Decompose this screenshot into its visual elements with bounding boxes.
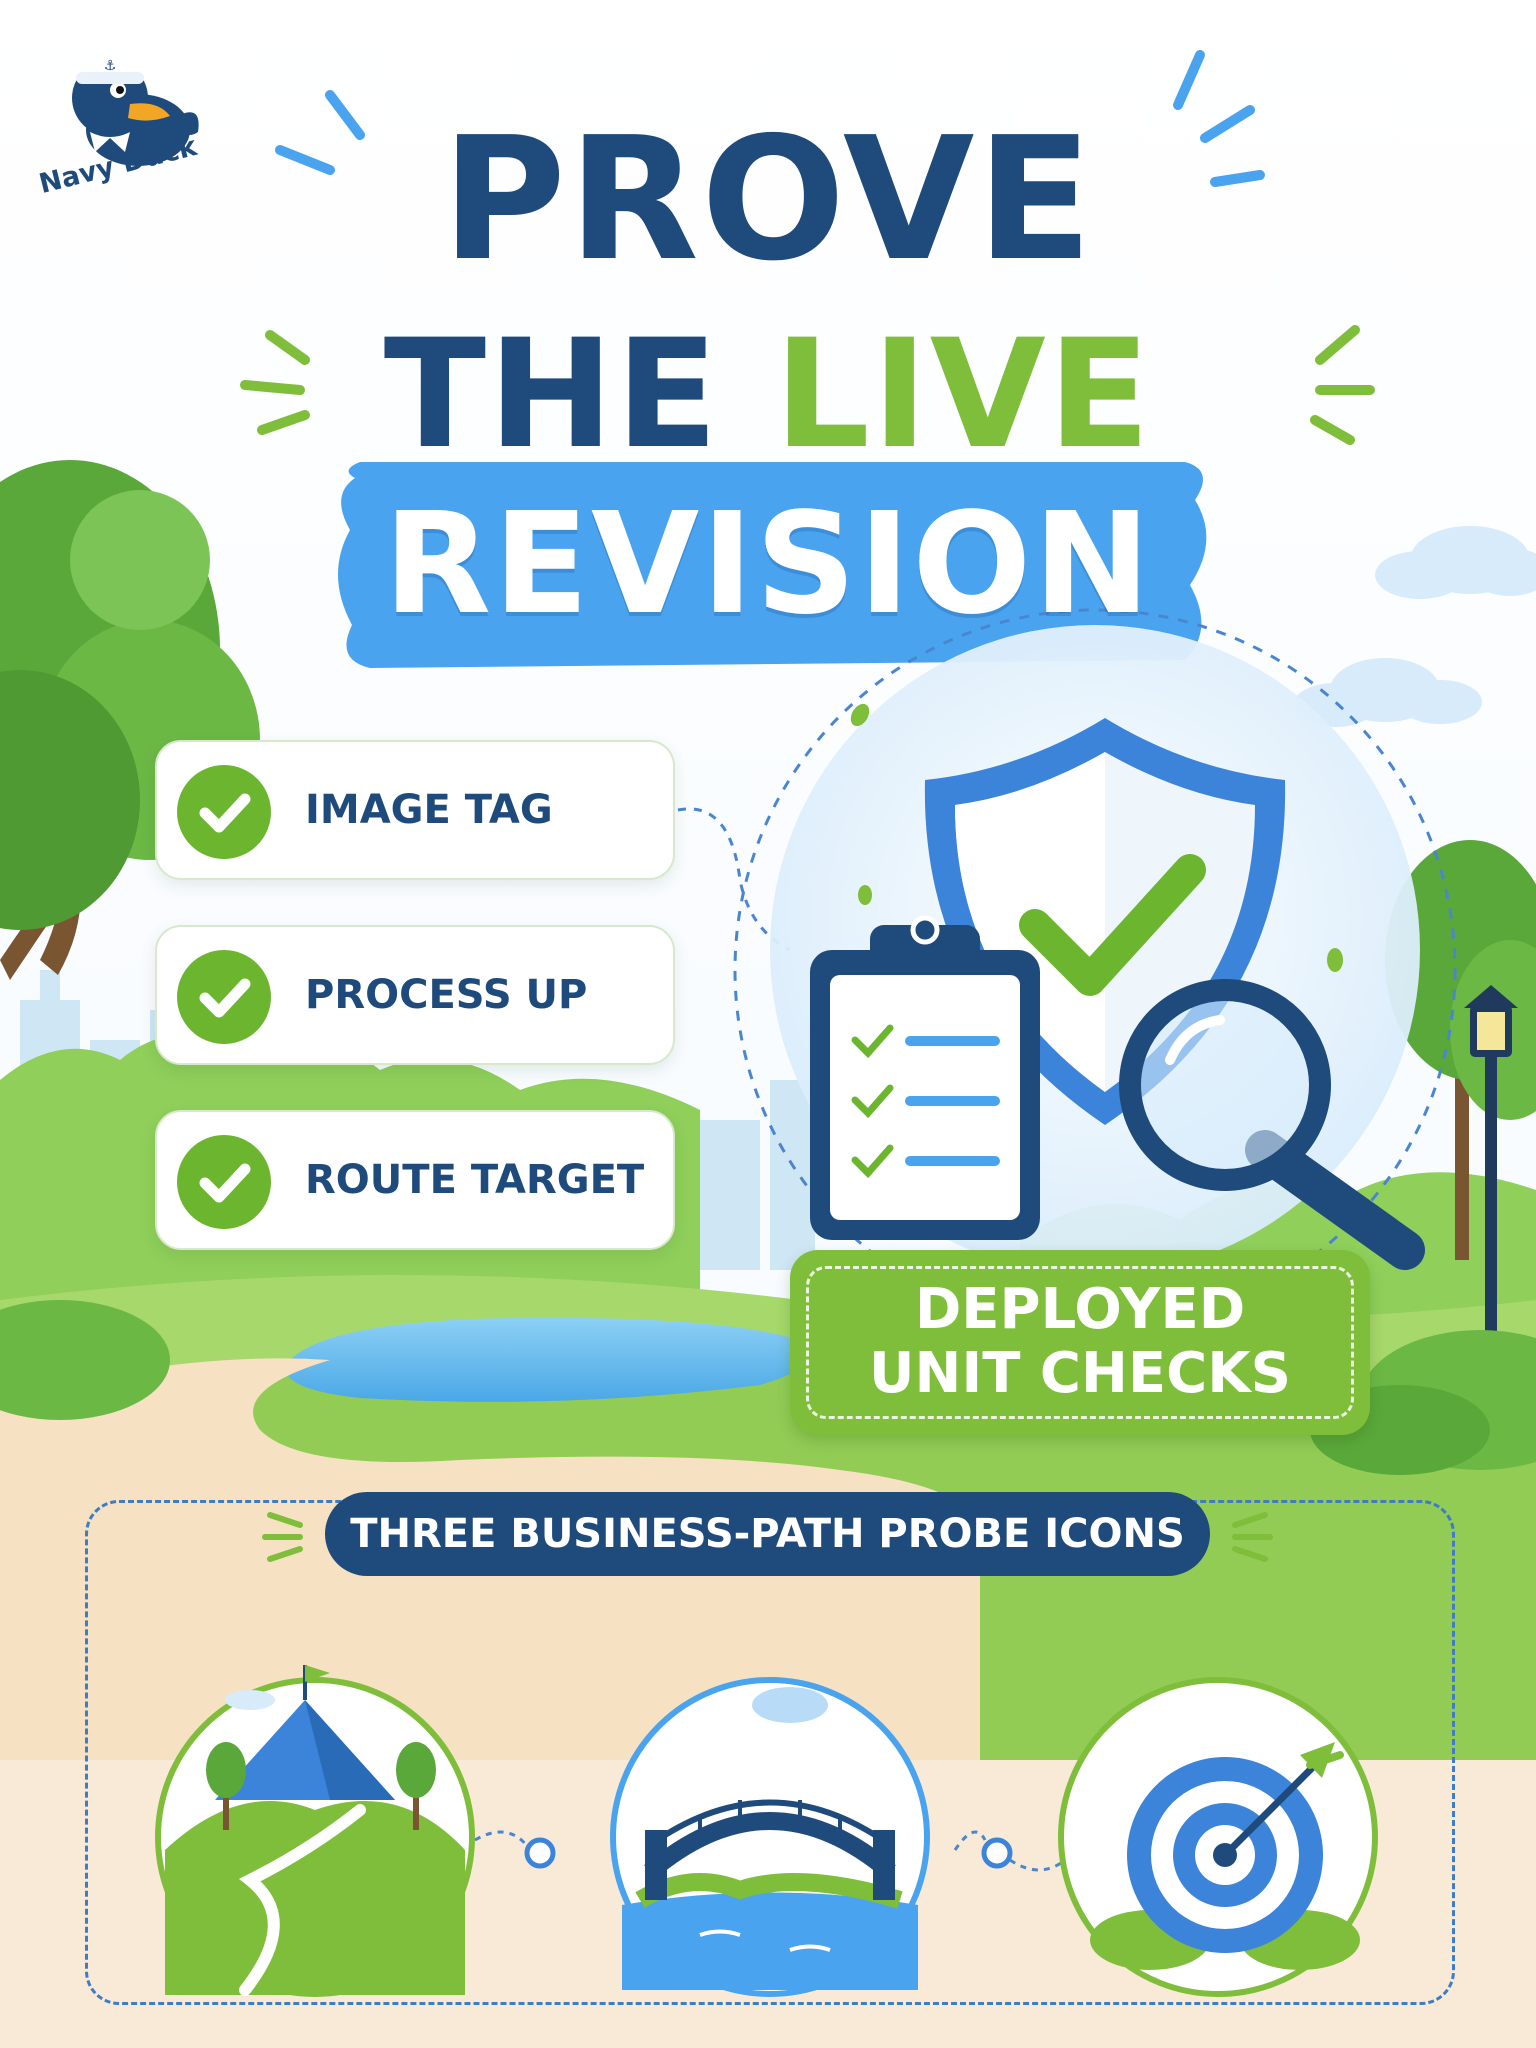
clipboard-checklist-icon bbox=[810, 915, 1040, 1240]
title-line-3: REVISION bbox=[383, 483, 1153, 646]
check-label: ROUTE TARGET bbox=[305, 1157, 645, 1203]
check-circle-icon bbox=[177, 950, 271, 1044]
check-card-process-up: PROCESS UP bbox=[155, 925, 675, 1065]
bridge-icon bbox=[610, 1677, 930, 1997]
bushes bbox=[0, 1300, 1536, 1475]
badge-line-1: DEPLOYED bbox=[914, 1277, 1246, 1342]
check-card-route-target: ROUTE TARGET bbox=[155, 1110, 675, 1250]
burst-lines bbox=[240, 50, 1375, 445]
title-line-1: PROVE bbox=[441, 101, 1095, 299]
revision-ribbon bbox=[337, 462, 1207, 668]
check-label: IMAGE TAG bbox=[305, 787, 553, 833]
cloud-right-mid bbox=[1293, 658, 1482, 727]
sailor-duck-icon: ⚓ bbox=[72, 58, 199, 166]
check-card-image-tag: IMAGE TAG bbox=[155, 740, 675, 880]
deployed-unit-checks-badge: DEPLOYED UNIT CHECKS bbox=[790, 1250, 1370, 1435]
title-word-live: LIVE bbox=[774, 308, 1153, 482]
svg-text:⚓: ⚓ bbox=[104, 58, 117, 74]
lamp-post bbox=[1464, 985, 1518, 1383]
mountain-path-icon bbox=[155, 1665, 475, 1997]
check-circle-icon bbox=[177, 1135, 271, 1229]
badge-dashed-border bbox=[806, 1266, 1354, 1419]
title-word-the: THE bbox=[383, 308, 775, 482]
lake bbox=[286, 1317, 809, 1402]
check-circle-icon bbox=[177, 765, 271, 859]
probe-heading: THREE BUSINESS-PATH PROBE ICONS bbox=[325, 1492, 1210, 1576]
cloud-right-top bbox=[1375, 526, 1536, 599]
magnifying-glass-icon bbox=[1119, 979, 1425, 1270]
title-line-2: THE LIVE bbox=[0, 305, 1536, 485]
badge-line-2: UNIT CHECKS bbox=[869, 1341, 1291, 1406]
check-label: PROCESS UP bbox=[305, 972, 588, 1018]
target-arrow-icon bbox=[1058, 1677, 1378, 1997]
